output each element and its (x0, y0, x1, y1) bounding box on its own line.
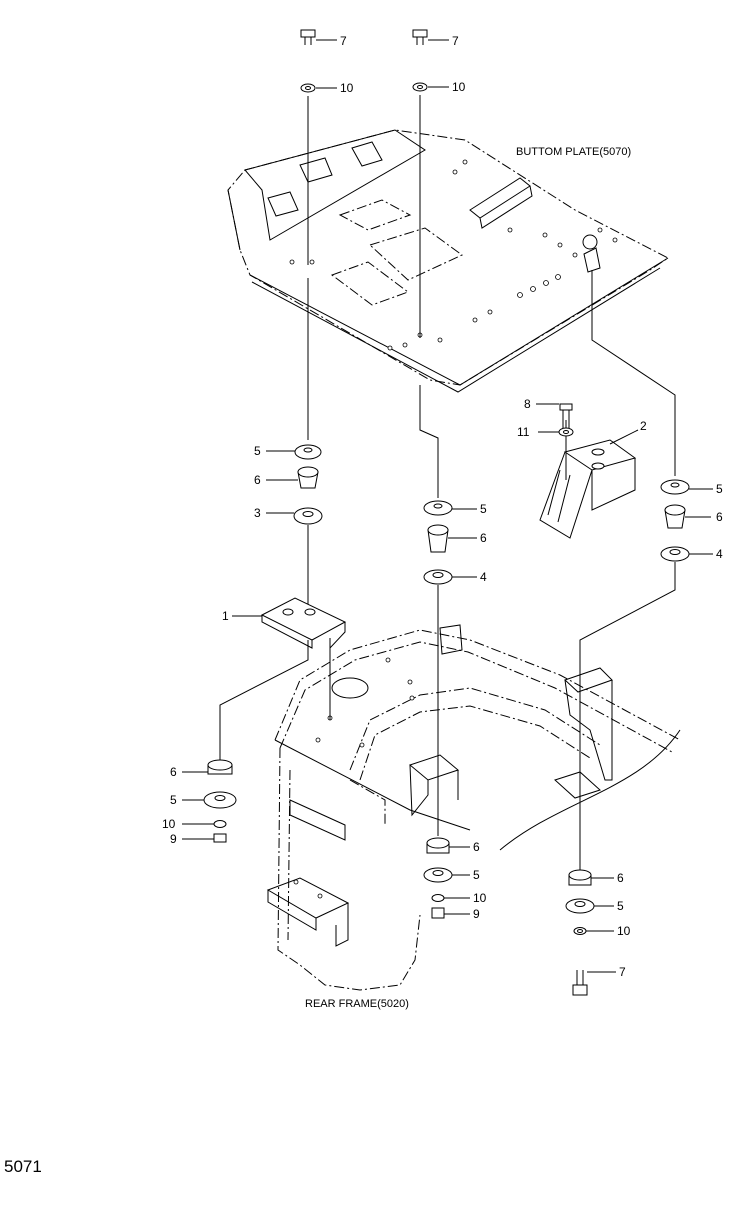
bottom-plate (227, 129, 669, 393)
callout-numbers: 7 7 10 10 8 11 2 5 6 3 1 5 6 4 5 6 4 6 5… (162, 34, 723, 979)
callout-5-lower-right: 5 (617, 899, 624, 913)
callout-7-left: 7 (340, 34, 347, 48)
callout-10-right: 10 (452, 80, 466, 94)
leader-lines (182, 39, 713, 973)
hardware-parts (203, 29, 690, 996)
rear-frame-caption: REAR FRAME(5020) (305, 998, 409, 1010)
bolt-7-right (412, 29, 428, 45)
callout-8: 8 (524, 397, 531, 411)
callout-6-center: 6 (480, 531, 487, 545)
callout-3: 3 (254, 506, 261, 520)
bolt-7-left (300, 29, 316, 45)
callout-10-lower-right: 10 (617, 924, 631, 938)
callout-6-left: 6 (254, 473, 261, 487)
bottom-plate-caption: BUTTOM PLATE(5070) (516, 146, 631, 158)
callout-7-right: 7 (452, 34, 459, 48)
callout-10-left: 10 (340, 81, 354, 95)
callout-4-right: 4 (716, 547, 723, 561)
callout-11: 11 (517, 425, 530, 439)
callout-5-right: 5 (716, 482, 723, 496)
callout-6-lower-center: 6 (473, 840, 480, 854)
callout-6-lower-left: 6 (170, 765, 177, 779)
callout-6-lower-right: 6 (617, 871, 624, 885)
callout-2: 2 (640, 419, 647, 433)
callout-1: 1 (222, 609, 229, 623)
callout-5-lower-left: 5 (170, 793, 177, 807)
callout-10-lower-left: 10 (162, 817, 176, 831)
callout-10-lower-center: 10 (473, 891, 487, 905)
assembly-center-lines (219, 95, 676, 870)
callout-5-lower-center: 5 (473, 868, 480, 882)
callout-7-lower-right: 7 (619, 965, 626, 979)
callout-4-center: 4 (480, 570, 487, 584)
callout-9-lower-left: 9 (170, 832, 177, 846)
callout-9-lower-center: 9 (473, 907, 480, 921)
callout-6-right: 6 (716, 510, 723, 524)
rear-frame (266, 624, 681, 991)
page-number: 5071 (4, 1157, 42, 1176)
callout-5-left: 5 (254, 444, 261, 458)
callout-5-center: 5 (480, 502, 487, 516)
